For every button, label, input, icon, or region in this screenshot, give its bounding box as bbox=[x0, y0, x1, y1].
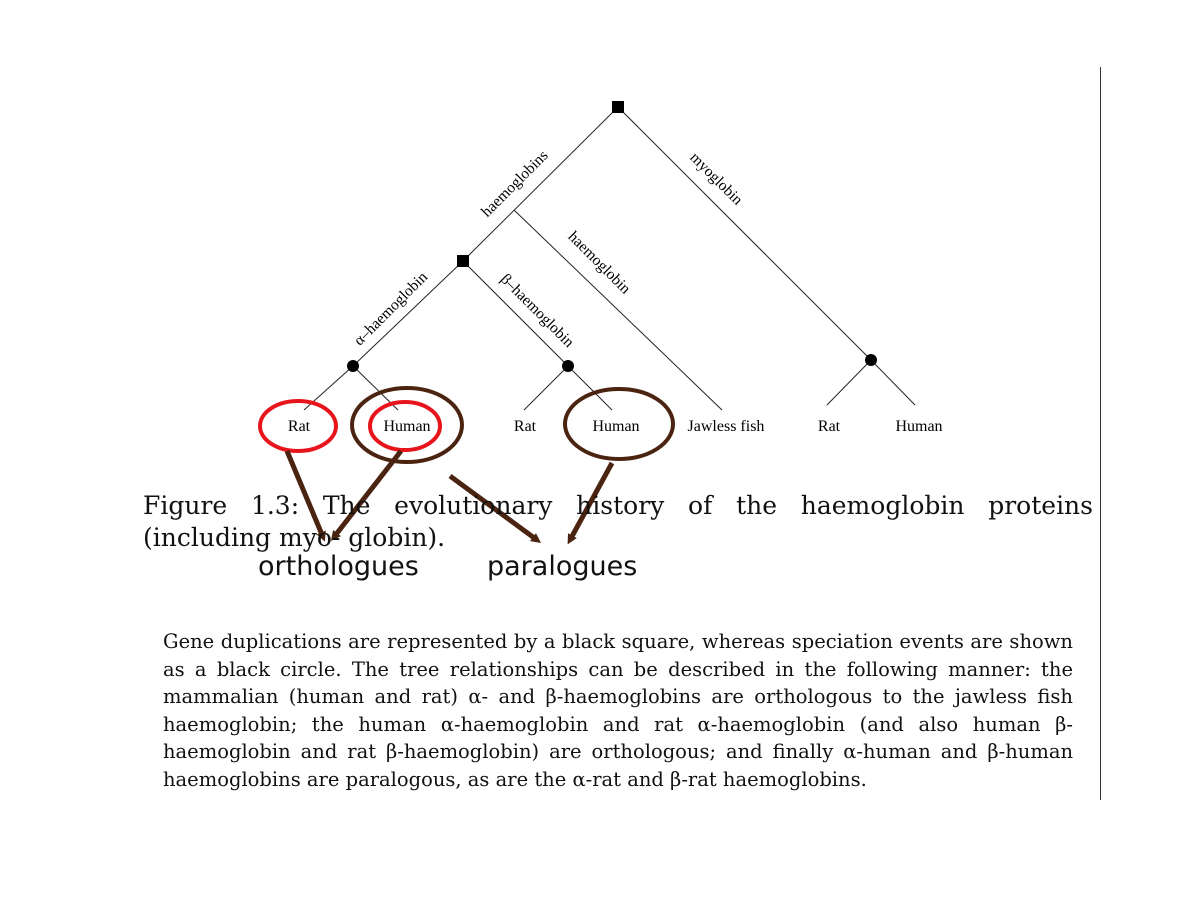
leaf-label-alpha-human: Human bbox=[383, 418, 430, 435]
arrow-beta-human-to-paralogues bbox=[567, 461, 615, 545]
figure-caption: Figure 1.3: The evolutionary history of … bbox=[143, 491, 1093, 552]
brown-circle-alpha-human bbox=[350, 386, 464, 464]
leaf-label-alpha-rat: Rat bbox=[288, 418, 311, 435]
branch-label-alpha-haemoglobin: α–haemoglobin bbox=[351, 268, 432, 349]
branch-label-haemoglobin: haemoglobin bbox=[565, 228, 634, 297]
branch-root-to-haemoglobin-dup bbox=[462, 106, 619, 262]
red-circle-human bbox=[368, 400, 442, 452]
page-right-rule bbox=[1100, 67, 1101, 800]
annotation-paralogues: paralogues bbox=[487, 551, 638, 582]
speciation-node-myoglobin bbox=[865, 354, 877, 366]
red-circle-rat bbox=[258, 399, 338, 453]
leaf-label-jawless-fish: Jawless fish bbox=[688, 418, 765, 435]
branch-dup-to-beta bbox=[462, 260, 569, 367]
duplication-node-root bbox=[612, 101, 624, 113]
branch-root-to-myoglobin bbox=[617, 106, 872, 361]
annotation-arrows bbox=[284, 449, 615, 545]
arrow-alpha-human-to-paralogues bbox=[448, 473, 542, 543]
leaf-label-beta-human: Human bbox=[592, 418, 639, 435]
arrow-human-to-orthologues bbox=[330, 449, 403, 541]
speciation-node-alpha bbox=[347, 360, 359, 372]
branch-myo-rat bbox=[826, 359, 872, 406]
branch-to-jawless-fish bbox=[513, 209, 723, 411]
branch-label-myoglobin: myoglobin bbox=[686, 149, 746, 209]
body-paragraph: Gene duplications are represented by a b… bbox=[163, 630, 1073, 791]
branch-beta-human bbox=[567, 365, 613, 411]
leaf-label-myo-rat: Rat bbox=[818, 418, 841, 435]
branch-beta-rat bbox=[523, 365, 569, 411]
branch-myo-human bbox=[870, 359, 916, 406]
branch-dup-to-alpha bbox=[352, 260, 464, 367]
arrow-rat-to-orthologues bbox=[284, 450, 326, 542]
leaf-label-myo-human: Human bbox=[895, 418, 942, 435]
branch-label-beta-haemoglobin: β–haemoglobin bbox=[497, 271, 577, 351]
annotation-orthologues: orthologues bbox=[258, 551, 419, 582]
brown-circle-beta-human bbox=[563, 387, 675, 461]
tree-branches bbox=[303, 106, 916, 411]
duplication-node-haemoglobin bbox=[457, 255, 469, 267]
speciation-node-beta bbox=[562, 360, 574, 372]
leaf-label-beta-rat: Rat bbox=[514, 418, 537, 435]
